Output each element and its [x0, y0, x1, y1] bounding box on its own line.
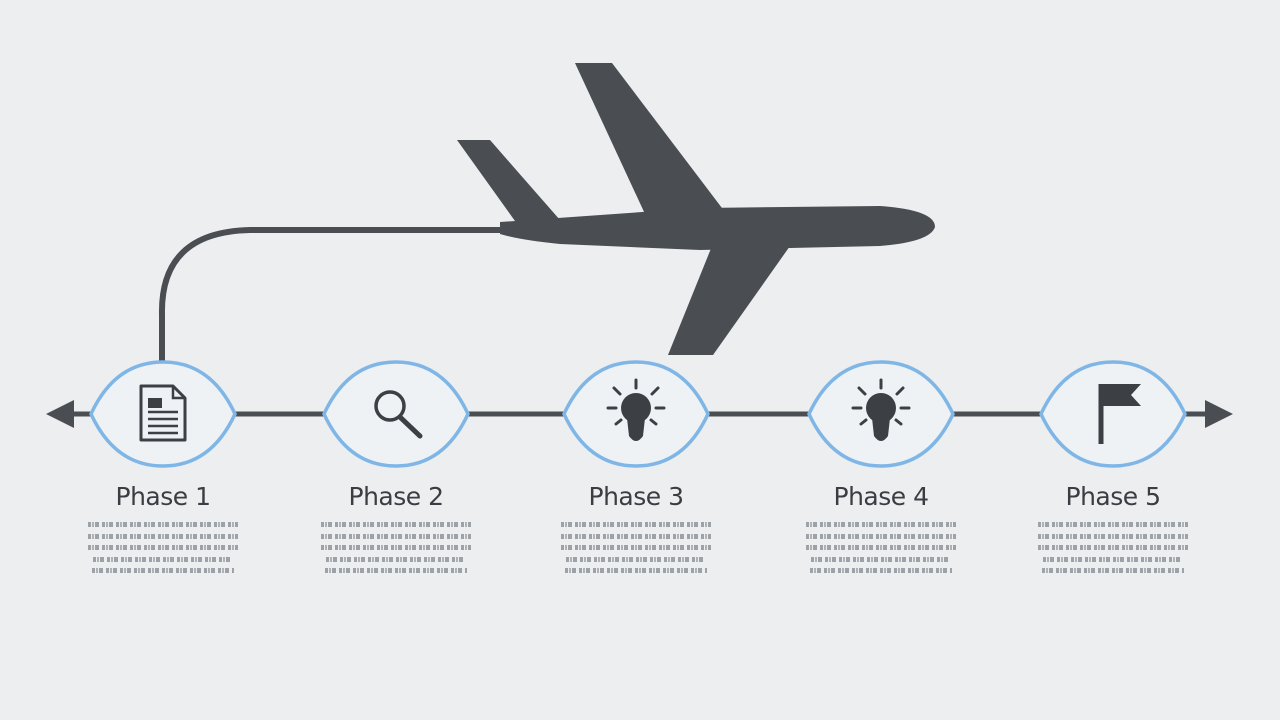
phase-node-2 [322, 360, 470, 468]
phase-label-block: Phase 4 [781, 478, 981, 580]
phase-label-block: Phase 2 [296, 478, 496, 580]
phase-node-3 [562, 360, 710, 468]
phase-title: Phase 3 [588, 482, 685, 511]
flight-path [158, 227, 523, 375]
placeholder-text-graphic [321, 522, 471, 573]
flag-icon [1098, 384, 1141, 444]
right-arrowhead [1205, 400, 1233, 428]
placeholder-text-graphic [88, 522, 238, 573]
phase-title: Phase 1 [115, 482, 212, 511]
lightbulb-icon [606, 378, 666, 441]
phase-label-block: Phase 5 [1013, 478, 1213, 580]
left-arrowhead [46, 400, 74, 428]
phase-label-block: Phase 1 [63, 478, 263, 580]
magnifier-icon [374, 390, 423, 439]
phase-node-4 [807, 360, 955, 468]
phase-label-block: Phase 3 [536, 478, 736, 580]
lightbulb-icon [851, 378, 911, 441]
placeholder-text-graphic [561, 522, 711, 573]
airplane-icon [457, 63, 935, 355]
phase-title: Phase 2 [348, 482, 445, 511]
placeholder-text-graphic [806, 522, 956, 573]
phase-title: Phase 4 [833, 482, 930, 511]
document-icon [139, 384, 187, 442]
phase-title: Phase 5 [1065, 482, 1162, 511]
placeholder-text-graphic [1038, 522, 1188, 573]
phase-node-5 [1039, 360, 1187, 468]
phase-node-1 [89, 360, 237, 468]
